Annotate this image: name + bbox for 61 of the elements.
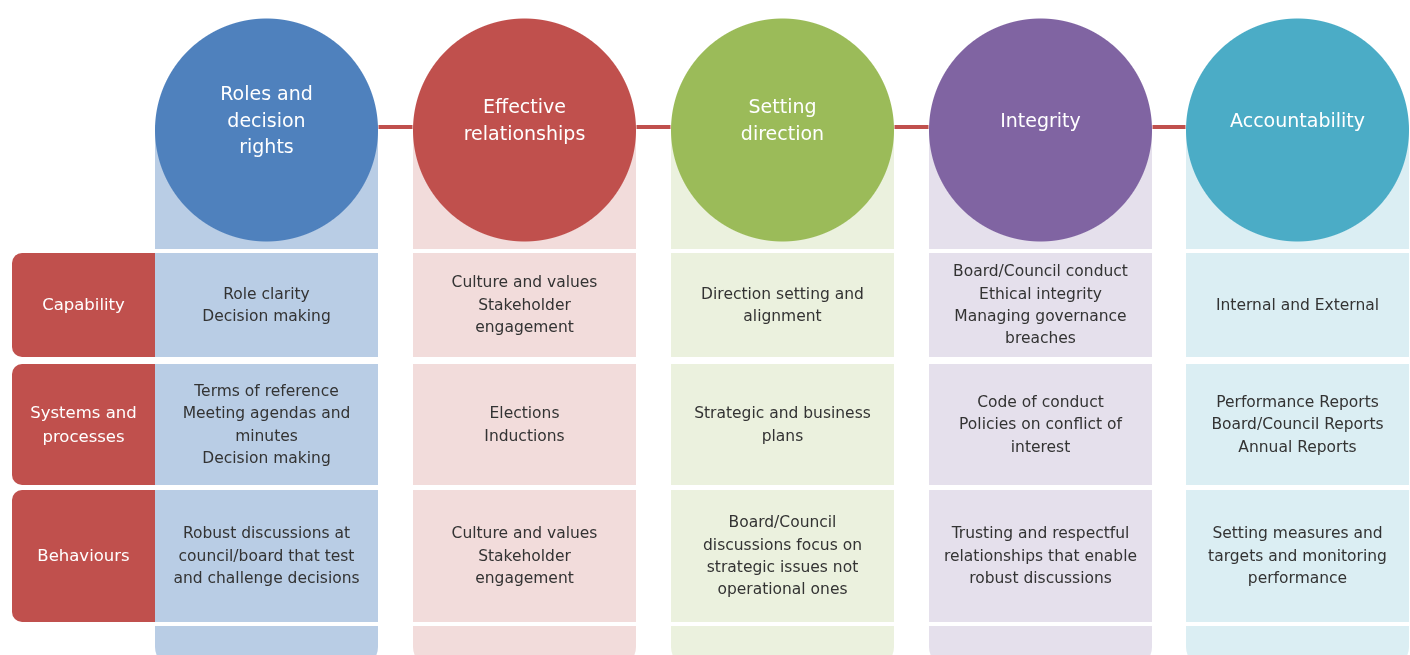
connector-line bbox=[894, 125, 929, 129]
matrix-cell bbox=[1186, 249, 1409, 361]
cell-text: Stakeholder engagement bbox=[474, 294, 575, 339]
matrix-cell bbox=[155, 486, 378, 626]
cell-text: Ethical integrity bbox=[979, 283, 1102, 305]
column-band bbox=[1186, 248, 1409, 655]
cell-text: Role clarity bbox=[223, 283, 310, 305]
row-header-label: Systems and processes bbox=[29, 401, 138, 448]
column-band bbox=[155, 248, 378, 655]
cell-text: Elections bbox=[489, 403, 560, 425]
matrix-cell bbox=[1186, 360, 1409, 489]
row-header-label: Behaviours bbox=[37, 545, 130, 568]
matrix-cell bbox=[155, 360, 378, 489]
connector-line bbox=[636, 125, 671, 129]
matrix-cell bbox=[413, 249, 636, 361]
matrix-cell bbox=[671, 360, 894, 489]
cell-text: Decision making bbox=[202, 306, 331, 327]
column-band bbox=[413, 248, 636, 655]
row-header bbox=[12, 253, 155, 357]
circle-title: Roles and decision rights bbox=[219, 81, 314, 160]
matrix-cell bbox=[155, 249, 378, 361]
cell-text: Board/Council Reports bbox=[1211, 414, 1384, 436]
cell-text: Policies on conflict of interest bbox=[958, 414, 1124, 458]
cell-text: Trusting and respectful relationships that enable robust discussions bbox=[943, 523, 1138, 590]
matrix-cell bbox=[671, 486, 894, 626]
cell-text: Culture and values bbox=[451, 272, 598, 294]
cell-text: Stakeholder engagement bbox=[474, 545, 575, 590]
cell-text: Code of conduct bbox=[977, 391, 1104, 413]
matrix-cell bbox=[929, 360, 1152, 489]
connector-line bbox=[378, 125, 413, 129]
column-band bbox=[671, 248, 894, 655]
cell-text: Internal and External bbox=[1215, 294, 1380, 316]
cell-text: Annual Reports bbox=[1238, 436, 1357, 458]
row-header bbox=[12, 490, 155, 622]
cell-text: Terms of reference bbox=[194, 380, 339, 402]
cell-text: Setting measures and targets and monitoring performance bbox=[1207, 523, 1388, 590]
cell-text: Board/Council conduct bbox=[953, 261, 1128, 283]
cell-text: Decision making bbox=[202, 447, 331, 469]
matrix-cell bbox=[929, 486, 1152, 626]
circle-title: Integrity bbox=[1000, 107, 1081, 133]
circle-title: Setting direction bbox=[739, 94, 826, 146]
cell-text: Managing governance breaches bbox=[953, 306, 1128, 350]
circle-title: Effective relationships bbox=[463, 94, 586, 146]
matrix-cell bbox=[413, 360, 636, 489]
matrix-cell bbox=[1186, 486, 1409, 626]
cell-text: Performance Reports bbox=[1216, 391, 1379, 413]
cell-text: Strategic and business plans bbox=[693, 403, 872, 447]
matrix-cell bbox=[413, 486, 636, 626]
cell-text: Direction setting and alignment bbox=[700, 283, 865, 327]
matrix-cell bbox=[671, 249, 894, 361]
circle-title: Accountability bbox=[1230, 107, 1365, 133]
column-band bbox=[929, 248, 1152, 655]
cell-text: Culture and values bbox=[451, 523, 598, 545]
row-header bbox=[12, 364, 155, 485]
cell-text: Meeting agendas and minutes bbox=[181, 403, 352, 447]
cell-text: Inductions bbox=[484, 425, 565, 447]
row-header-label: Capability bbox=[42, 294, 125, 317]
connector-line bbox=[1152, 125, 1186, 129]
cell-text: Robust discussions at council/board that test and challenge decisions bbox=[172, 523, 361, 590]
cell-text: Board/Council discussions focus on strategic issues not operational ones bbox=[702, 512, 863, 601]
matrix-cell bbox=[929, 249, 1152, 361]
